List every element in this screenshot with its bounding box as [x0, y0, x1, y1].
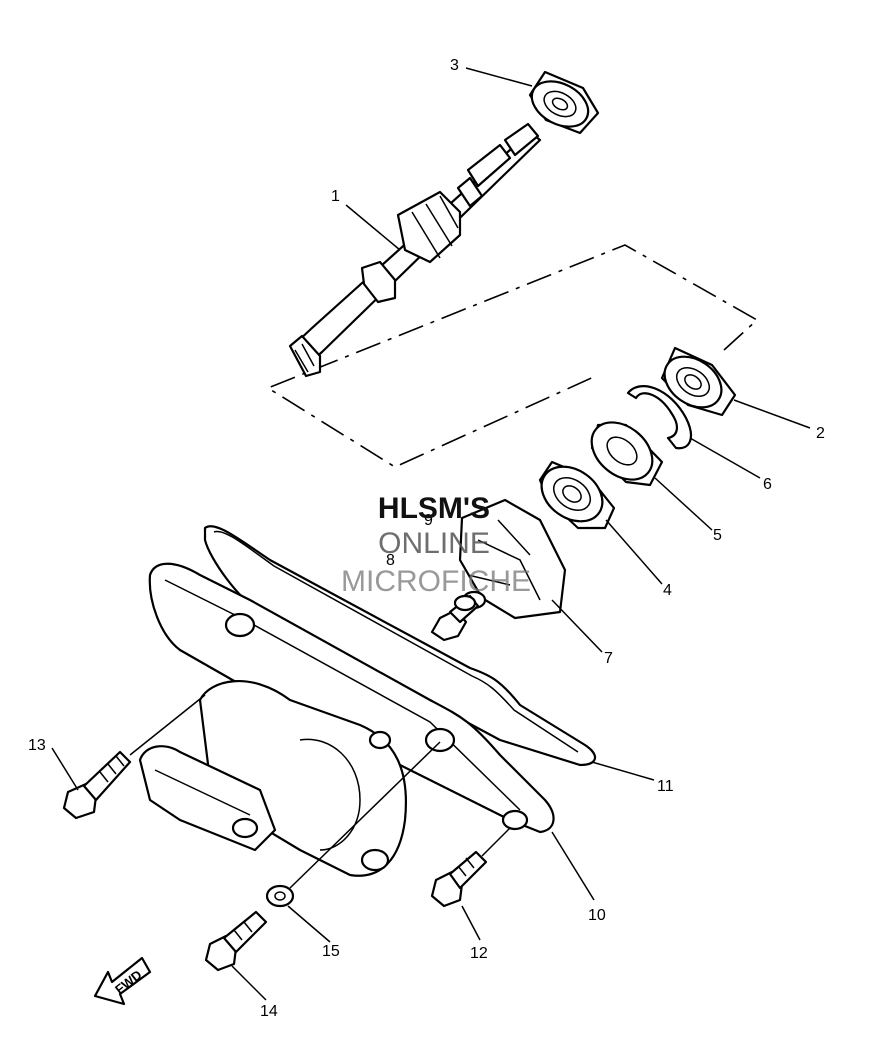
part-12-bolt: [430, 850, 488, 908]
callout-4: 4: [663, 582, 672, 599]
callout-1: 1: [331, 188, 340, 205]
part-13-bolt: [62, 750, 132, 820]
watermark: HLSM'S ONLINE MICROFICHE: [341, 492, 531, 598]
part-12-leader: [481, 827, 511, 857]
callout-11: 11: [657, 778, 674, 795]
part-11-gasket: [203, 525, 596, 767]
part-15-leader: [289, 741, 441, 889]
watermark-line-2: ONLINE: [378, 527, 490, 560]
callout-13: 13: [28, 737, 46, 754]
watermark-line-1: HLSM'S: [378, 492, 490, 525]
part-5-oil-seal: [590, 421, 664, 487]
assembly-bracket-line: [266, 244, 759, 468]
part-4-mechanical-seal: [538, 460, 616, 530]
callout-14: 14: [260, 1003, 278, 1020]
pump-housing: [138, 679, 407, 877]
callout-12: 12: [470, 945, 488, 962]
part-14-bolt: [204, 910, 268, 972]
part-3-bearing: [528, 70, 600, 135]
watermark-line-3: MICROFICHE: [341, 565, 531, 598]
part-10-pump-cover: [148, 562, 555, 834]
part-13-leader: [129, 694, 206, 756]
callout-numbers: 1 2 3 4 5 6 7 8 9 10 11 12 13 14 15: [28, 57, 825, 1020]
part-2-bearing: [660, 346, 737, 417]
callout-3: 3: [450, 57, 459, 74]
callout-15: 15: [322, 943, 340, 960]
callout-9: 9: [424, 512, 433, 529]
part-1-shaft: [288, 122, 542, 378]
part-9-washer: [453, 594, 477, 612]
callout-2: 2: [816, 425, 825, 442]
callout-6: 6: [763, 476, 772, 493]
fwd-direction-arrow: FWD: [93, 956, 152, 1006]
callout-10: 10: [588, 907, 606, 924]
callout-5: 5: [713, 527, 722, 544]
callout-7: 7: [604, 650, 613, 667]
part-15-washer: [265, 884, 295, 908]
part-6-circlip: [626, 385, 693, 450]
callout-leaders: [51, 67, 811, 1001]
callout-8: 8: [386, 552, 395, 569]
